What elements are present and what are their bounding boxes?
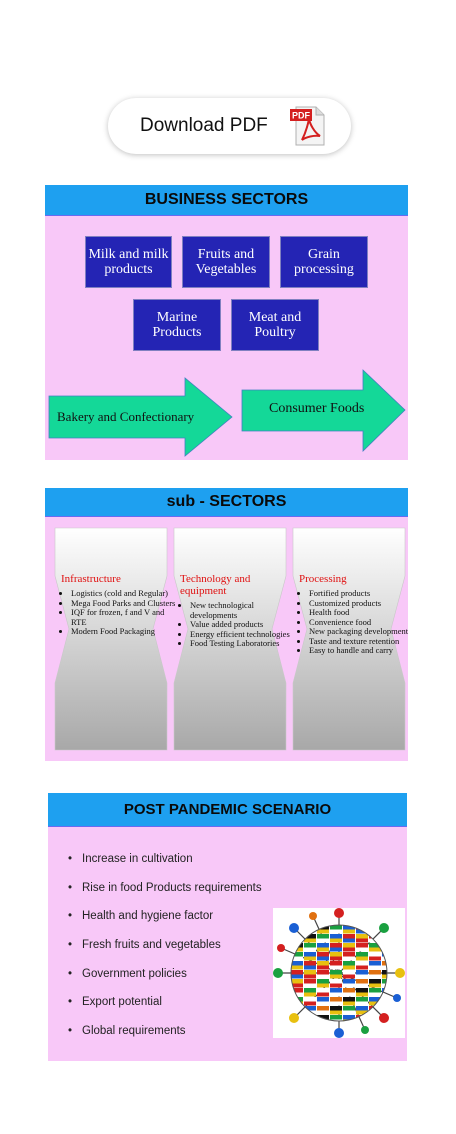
download-pdf-label: Download PDF bbox=[140, 115, 268, 136]
flag-virus-globe-icon bbox=[273, 908, 405, 1038]
list-item: Energy efficient technologies bbox=[190, 629, 290, 640]
sector-arrows bbox=[48, 369, 406, 457]
column-list-technology: New technological developments Value add… bbox=[181, 600, 290, 649]
pdf-file-icon[interactable]: PDF bbox=[290, 106, 326, 146]
list-item: Logistics (cold and Regular) bbox=[71, 588, 179, 599]
column-list-infrastructure: Logistics (cold and Regular) Mega Food P… bbox=[62, 588, 179, 637]
list-item: Rise in food Products requirements bbox=[68, 882, 262, 911]
list-item: Food Testing Laboratories bbox=[190, 638, 290, 649]
slide1-title: BUSINESS SECTORS bbox=[45, 185, 408, 216]
column-list-processing: Fortified products Customized products H… bbox=[300, 588, 414, 656]
chevron-panels bbox=[54, 527, 406, 751]
list-item: Health food bbox=[309, 607, 414, 618]
column-title-technology: Technology and equipment bbox=[180, 573, 251, 597]
list-item: Value added products bbox=[190, 619, 290, 630]
list-item: Taste and texture retention bbox=[309, 636, 414, 647]
arrow-label-consumer-foods: Consumer Foods bbox=[269, 401, 365, 416]
list-item: New technological developments bbox=[190, 600, 290, 620]
list-item: Government policies bbox=[68, 968, 262, 997]
slide-post-pandemic: POST PANDEMIC SCENARIO Increase in culti… bbox=[48, 793, 407, 1061]
chevron-panel-infrastructure bbox=[54, 527, 168, 751]
arrow-consumer-foods bbox=[241, 369, 406, 452]
post-pandemic-list: Increase in cultivation Rise in food Pro… bbox=[68, 853, 262, 1054]
list-item: Easy to handle and carry bbox=[309, 645, 414, 656]
list-item: Increase in cultivation bbox=[68, 853, 262, 882]
arrow-bakery bbox=[48, 377, 233, 457]
column-title-processing: Processing bbox=[299, 573, 347, 585]
list-item: Health and hygiene factor bbox=[68, 910, 262, 939]
list-item: New packaging development bbox=[309, 626, 414, 637]
slide2-title: sub - SECTORS bbox=[45, 488, 408, 517]
slide-business-sectors: BUSINESS SECTORS Milk and milk products … bbox=[45, 185, 408, 460]
list-item: Customized products bbox=[309, 598, 414, 609]
list-item: Fresh fruits and vegetables bbox=[68, 939, 262, 968]
sector-box-milk: Milk and milk products bbox=[85, 236, 172, 288]
list-item: IQF for frozen, f and V and RTE bbox=[71, 607, 179, 627]
arrow-label-bakery: Bakery and Confectionary bbox=[57, 409, 195, 424]
sector-box-marine: Marine Products bbox=[133, 299, 221, 351]
chevron-panel-technology bbox=[173, 527, 287, 751]
sector-box-fruits: Fruits and Vegetables bbox=[182, 236, 270, 288]
slide-sub-sectors: sub - SECTORS Infrastructure Logistics (… bbox=[45, 488, 408, 761]
sector-box-meat: Meat and Poultry bbox=[231, 299, 319, 351]
list-item: Export potential bbox=[68, 996, 262, 1025]
list-item: Modern Food Packaging bbox=[71, 626, 179, 637]
list-item: Global requirements bbox=[68, 1025, 262, 1054]
list-item: Mega Food Parks and Clusters bbox=[71, 598, 179, 609]
column-title-infrastructure: Infrastructure bbox=[61, 573, 121, 585]
chevron-panel-processing bbox=[292, 527, 406, 751]
list-item: Fortified products bbox=[309, 588, 414, 599]
sector-box-grain: Grain processing bbox=[280, 236, 368, 288]
slide3-title: POST PANDEMIC SCENARIO bbox=[48, 793, 407, 827]
pdf-icon-text: PDF bbox=[292, 111, 311, 121]
list-item: Convenience food bbox=[309, 617, 414, 628]
